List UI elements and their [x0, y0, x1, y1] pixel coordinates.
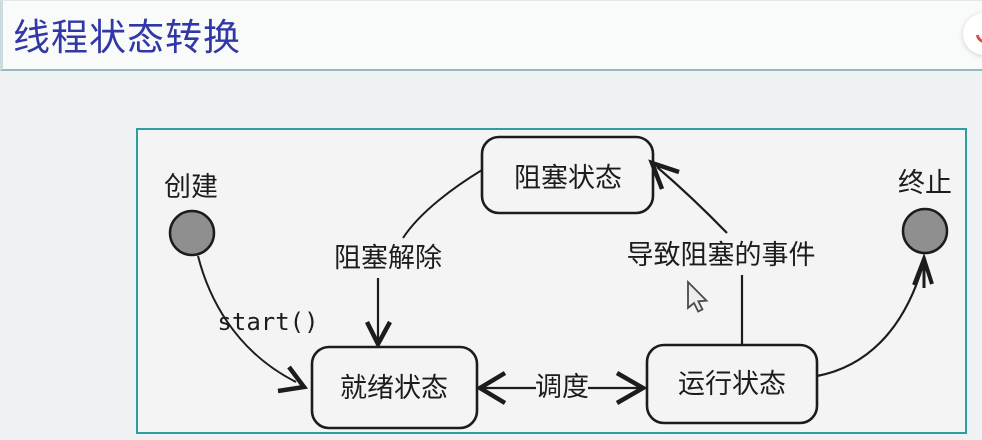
blocking-event-label: 导致阻塞的事件 [627, 240, 816, 270]
running-state-label: 运行状态 [678, 369, 786, 399]
ready-state-label: 就绪状态 [340, 373, 448, 403]
mouse-cursor-icon [687, 279, 709, 313]
terminate-end-node [901, 207, 949, 255]
edge-schedule-left-arrowhead [475, 371, 507, 405]
edge-schedule-right-arrowhead [615, 371, 648, 405]
create-start-node [168, 209, 216, 257]
edge-terminate-line [816, 264, 925, 378]
page-title: 线程状态转换 [13, 16, 241, 59]
start-call-label: start() [217, 308, 318, 336]
terminate-label: 终止 [898, 168, 952, 198]
create-label: 创建 [164, 172, 218, 202]
blocked-state-label: 阻塞状态 [514, 163, 622, 193]
refresh-button[interactable] [963, 13, 982, 55]
schedule-label: 调度 [535, 372, 589, 402]
edge-blocking-event-line-upper [656, 166, 728, 234]
edge-unblock-arrowhead [364, 320, 392, 349]
edge-blocking-event-arrowhead [648, 159, 680, 190]
diagram-canvas: 创建 start() 阻塞状态 阻塞解除 就绪状态 调度 [164, 135, 952, 430]
running-state-node [645, 343, 819, 425]
edge-start-arrowhead [277, 365, 309, 394]
blocked-state-node [480, 135, 655, 215]
edge-unblock-line-upper [402, 169, 483, 239]
edge-terminate-arrowhead [912, 252, 934, 286]
refresh-icon [972, 22, 982, 46]
title-bar: 线程状态转换 [0, 0, 982, 71]
edge-start-line [197, 255, 297, 383]
unblock-label: 阻塞解除 [334, 243, 442, 273]
thread-state-diagram: 创建 start() 阻塞状态 阻塞解除 就绪状态 调度 [136, 128, 967, 434]
